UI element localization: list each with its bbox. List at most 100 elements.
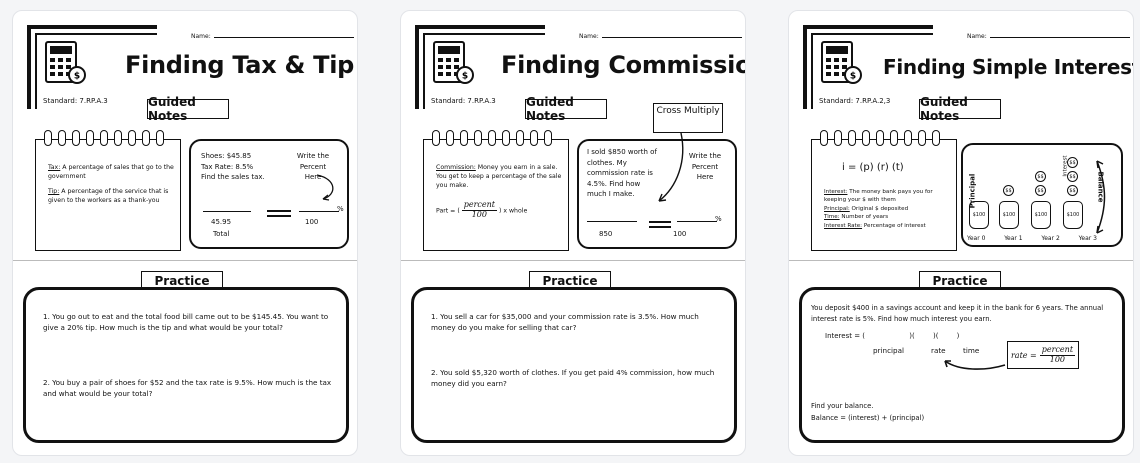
- coin-icon: $$: [1067, 157, 1078, 168]
- corner-border: [423, 33, 545, 35]
- year-label: Year 1: [1004, 235, 1023, 242]
- year-label: Year 0: [967, 235, 986, 242]
- example-text: Shoes: $45.85 Tax Rate: 8.5% Find the sa…: [201, 152, 265, 181]
- notes-text: Tax: A percentage of sales that go to th…: [48, 164, 174, 204]
- notes-notebook: Tax: A percentage of sales that go to th…: [35, 130, 181, 251]
- blank-line: [677, 221, 717, 222]
- rate-blank-label: rate: [931, 346, 946, 355]
- year-label: Year 2: [1041, 235, 1060, 242]
- corner-border: [811, 33, 933, 35]
- percent-sign: %: [337, 205, 344, 213]
- curved-arrow: [944, 360, 1006, 370]
- name-field: Name:: [191, 33, 354, 40]
- coin-icon: $$: [1035, 185, 1046, 196]
- corner-border: [423, 33, 425, 109]
- percent-hint: Write the Percent Here: [688, 152, 722, 181]
- example-text: I sold $850 worth of clothes. My commiss…: [587, 148, 657, 198]
- money-jar: $100: [1031, 201, 1051, 229]
- coin-icon: $$: [1035, 171, 1046, 182]
- example-value: 100: [673, 230, 687, 238]
- practice-question: You deposit $400 in a savings account an…: [811, 304, 1104, 323]
- balance-arrow: [1096, 160, 1106, 234]
- standard-label: Standard: 7.RP.A.3: [43, 97, 108, 105]
- practice-box: [411, 287, 737, 443]
- practice-question-2: 2. You sold $5,320 worth of clothes. If …: [431, 368, 715, 389]
- equals-sign: [649, 221, 671, 223]
- interest-formula: i = (p) (r) (t): [842, 162, 904, 173]
- corner-border: [415, 25, 545, 29]
- example-label: Total: [213, 230, 230, 238]
- curved-arrow: [316, 174, 334, 201]
- example-box: [577, 139, 737, 249]
- notes-text: Interest: The money bank pays you for ke…: [824, 189, 933, 229]
- corner-border: [35, 33, 157, 35]
- notebook-rings: [44, 130, 164, 146]
- corner-border: [27, 25, 157, 29]
- corner-border: [803, 25, 933, 29]
- notebook-rings: [432, 130, 552, 146]
- guided-notes-banner: Guided Notes: [910, 95, 1010, 123]
- practice-question-1: 1. You sell a car for $35,000 and your c…: [431, 312, 699, 333]
- notebook-rings: [820, 130, 940, 146]
- blank-line: [587, 221, 637, 222]
- page-title: Finding Simple Interest: [883, 55, 1134, 79]
- practice-question-1: 1. You go out to eat and the total food …: [43, 312, 329, 333]
- percent-hint: Write the Percent Here: [296, 152, 330, 181]
- curved-arrow: [658, 132, 684, 202]
- find-balance-text: Find your balance.: [811, 402, 874, 410]
- year-labels: Year 0 Year 1 Year 2 Year 3: [967, 235, 1097, 242]
- corner-border: [811, 33, 813, 109]
- standard-label: Standard: 7.RP.A.3: [431, 97, 496, 105]
- cross-multiply-callout: Cross Multiply: [653, 103, 723, 133]
- blank-line: [299, 211, 339, 212]
- percent-sign: %: [715, 215, 722, 223]
- practice-box: [23, 287, 349, 443]
- guided-notes-banner: Guided Notes: [516, 95, 616, 123]
- practice-question-2: 2. You buy a pair of shoes for $52 and t…: [43, 378, 332, 399]
- year-label: Year 3: [1078, 235, 1097, 242]
- standard-label: Standard: 7.RP.A.2,3: [819, 97, 891, 105]
- corner-border: [27, 25, 31, 109]
- corner-border: [35, 33, 37, 109]
- calculator-icon: $: [821, 41, 862, 84]
- section-divider: [13, 260, 357, 261]
- svg-text:$: $: [850, 72, 856, 82]
- interest-equation: Interest = ( )( )( ): [825, 332, 960, 340]
- page-title: Finding Tax & Tip: [125, 51, 355, 79]
- money-jar: $100: [969, 201, 989, 229]
- notes-notebook: Commission: Money you earn in a sale. Yo…: [423, 130, 569, 251]
- name-field: Name:: [579, 33, 742, 40]
- section-divider: [401, 260, 745, 261]
- example-value: 850: [599, 230, 613, 238]
- example-value: 45.95: [211, 218, 232, 226]
- example-value: 100: [305, 218, 319, 226]
- section-divider: [789, 260, 1133, 261]
- calculator-icon: $: [433, 41, 474, 84]
- guided-notes-banner: Guided Notes: [138, 95, 238, 123]
- coin-icon: $$: [1003, 185, 1014, 196]
- principal-blank-label: principal: [873, 346, 904, 355]
- coin-icon: $$: [1067, 171, 1078, 182]
- money-jar: $100: [999, 201, 1019, 229]
- notes-text: Commission: Money you earn in a sale. Yo…: [436, 164, 562, 219]
- worksheet-card-simple-interest[interactable]: $ Name: Finding Simple Interest Standard…: [788, 10, 1134, 456]
- practice-box: [799, 287, 1125, 443]
- balance-equation: Balance = (interest) + (principal): [811, 414, 925, 422]
- notes-notebook: i = (p) (r) (t) Interest: The money bank…: [811, 130, 957, 251]
- corner-border: [415, 25, 419, 109]
- coin-icon: $$: [1067, 185, 1078, 196]
- corner-border: [803, 25, 807, 109]
- blank-line: [203, 211, 251, 212]
- name-field: Name:: [967, 33, 1130, 40]
- calculator-icon: $: [45, 41, 86, 84]
- money-jar: $100: [1063, 201, 1083, 229]
- equals-sign: [267, 210, 291, 212]
- time-blank-label: time: [963, 346, 980, 355]
- worksheet-card-commission[interactable]: $ Name: Finding Commission Standard: 7.R…: [400, 10, 746, 456]
- page-title: Finding Commission: [501, 51, 746, 79]
- worksheet-card-tax-tip[interactable]: $ Name: Finding Tax & Tip Standard: 7.RP…: [12, 10, 358, 456]
- svg-text:$: $: [74, 72, 80, 82]
- svg-text:$: $: [462, 72, 468, 82]
